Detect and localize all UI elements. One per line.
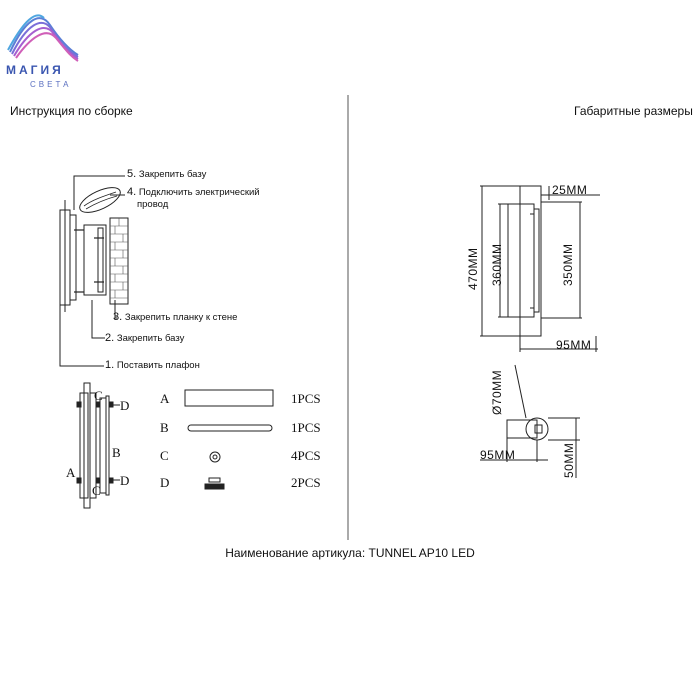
exploded-label-d-bottom: D (120, 473, 130, 488)
part-b-icon (187, 424, 273, 432)
exploded-label-c-bottom: C (92, 483, 101, 498)
part-c-qty: 4PCS (291, 448, 321, 463)
part-c-letter: C (160, 448, 169, 463)
assembly-section-title: Инструкция по сборке (10, 104, 133, 118)
step-4: 4. Подключить электрический (127, 186, 260, 198)
dim-50mm: 50MM (562, 442, 576, 478)
dimensions-section-title: Габаритные размеры (574, 104, 693, 118)
exploded-label-c-top: C (94, 388, 103, 403)
parts-exploded-view (76, 382, 120, 509)
part-d-qty: 2PCS (291, 475, 321, 490)
part-a-letter: A (160, 391, 170, 406)
part-c-icon (209, 451, 221, 463)
part-d-letter: D (160, 475, 170, 490)
dim-95mm-bottom: 95MM (480, 448, 516, 462)
part-a-icon (184, 389, 274, 407)
exploded-label-d-top: D (120, 398, 130, 413)
logo-word: МАГИЯ (6, 63, 64, 77)
part-d-icon (204, 477, 225, 490)
part-b-qty: 1PCS (291, 420, 321, 435)
parts-list-icons (184, 389, 274, 490)
assembly-illustration (59, 175, 129, 367)
dimension-drawing-side (480, 364, 580, 478)
part-b-letter: B (160, 420, 169, 435)
dim-25mm: 25MM (552, 183, 588, 197)
dim-diameter-70mm: Ø70MM (490, 369, 504, 415)
step-5: 5. Закрепить базу (127, 168, 207, 180)
dim-350mm: 350MM (561, 243, 575, 286)
dimension-drawing-front (480, 185, 600, 352)
article-name: Наименование артикула: TUNNEL AP10 LED (225, 546, 475, 560)
step-2: 2. Закрепить базу (105, 332, 185, 344)
dim-95mm-top: 95MM (556, 338, 592, 352)
step-3: 3. Закрепить планку к стене (113, 311, 238, 323)
dim-360mm: 360MM (490, 243, 504, 286)
step-1: 1. Поставить плафон (105, 359, 200, 371)
dim-470mm: 470MM (466, 247, 480, 290)
step-4-line-2: провод (137, 199, 169, 210)
logo-subtitle: СВЕТА (30, 80, 72, 89)
logo-waves-icon (7, 14, 79, 62)
exploded-label-a: A (66, 465, 76, 480)
exploded-label-b: B (112, 445, 121, 460)
part-a-qty: 1PCS (291, 391, 321, 406)
